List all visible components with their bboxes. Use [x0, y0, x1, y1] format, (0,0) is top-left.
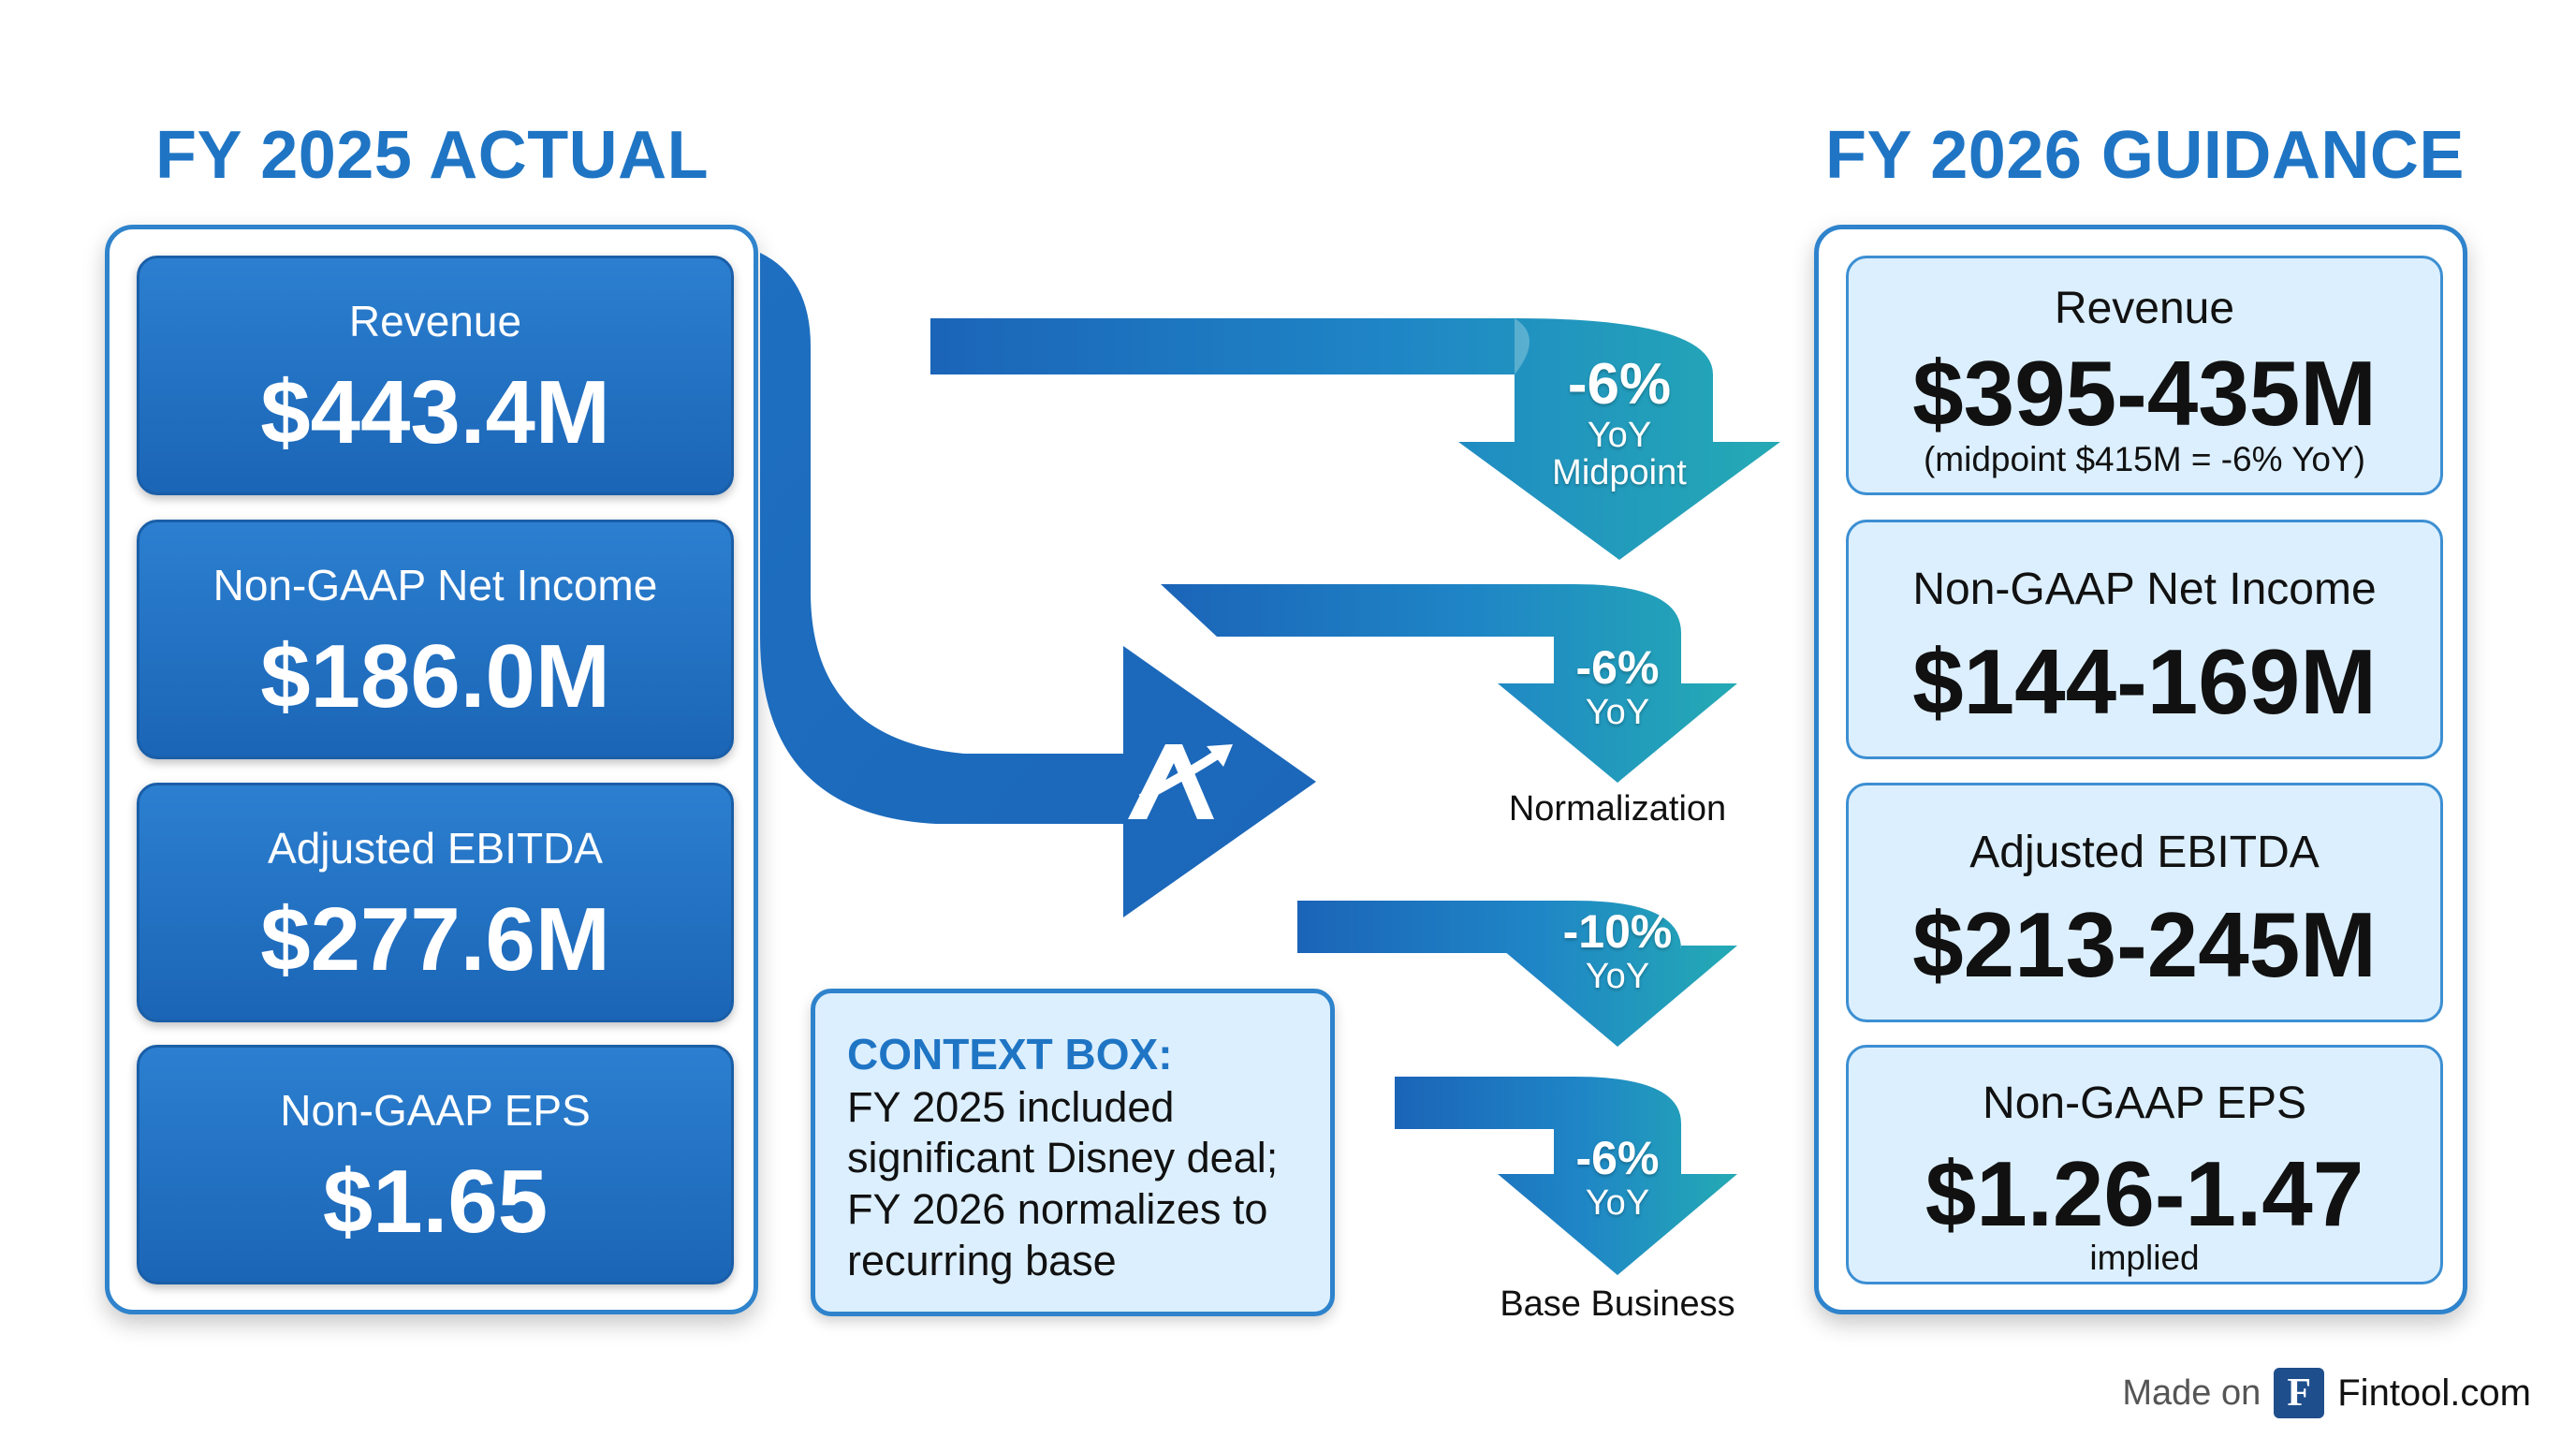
pct-yoy: YoY: [1585, 693, 1650, 732]
flow-arrow-ebitda: [1297, 901, 1737, 1047]
actual-eps-card: Non-GAAP EPS $1.65: [137, 1045, 734, 1284]
context-text: FY 2025 included significant Disney deal…: [847, 1082, 1279, 1285]
fy2026-title: FY 2026 GUIDANCE: [1825, 118, 2465, 193]
context-box: CONTEXT BOX: FY 2025 included significan…: [811, 989, 1335, 1316]
pct-value: -6%: [1575, 641, 1660, 694]
arrow-a-logo-icon: [1128, 744, 1233, 819]
metric-note: (midpoint $415M = -6% YoY): [1923, 440, 2366, 478]
metric-value: $1.65: [322, 1152, 549, 1252]
flow-arrow-net-income: [1161, 584, 1737, 783]
flow-pct-revenue: -6% YoY Midpoint: [1526, 352, 1713, 492]
flow-label-normalization: Normalization: [1508, 789, 1727, 829]
pct-value: -10%: [1562, 905, 1673, 958]
metric-label: Non-GAAP EPS: [280, 1086, 591, 1135]
metric-value: $186.0M: [260, 626, 610, 726]
actual-net-income-card: Non-GAAP Net Income $186.0M: [137, 520, 734, 759]
metric-value: $277.6M: [260, 889, 610, 990]
flow-pct-eps: -6% YoY: [1524, 1135, 1711, 1221]
flow-arrow-eps: [1395, 1077, 1737, 1275]
metric-label: Non-GAAP Net Income: [1912, 565, 2377, 614]
metric-value: $144-169M: [1912, 630, 2377, 733]
metric-label: Adjusted EBITDA: [1969, 828, 2320, 877]
metric-value: $395-435M: [1912, 342, 2377, 445]
footer: Made on F Fintool.com: [2122, 1367, 2531, 1419]
fy2025-title: FY 2025 ACTUAL: [155, 118, 710, 193]
flow-pct-net-income: -6% YoY: [1524, 644, 1711, 730]
fintool-logo-icon: F: [2274, 1368, 2325, 1418]
guidance-eps-card: Non-GAAP EPS $1.26-1.47 implied: [1846, 1045, 2443, 1284]
context-title: CONTEXT BOX:: [847, 1030, 1173, 1078]
metric-label: Non-GAAP Net Income: [212, 561, 658, 609]
pct-value: -6%: [1567, 352, 1672, 417]
pct-yoy: YoY: [1585, 957, 1650, 996]
footer-made-on: Made on: [2122, 1372, 2261, 1413]
metric-label: Revenue: [2054, 284, 2235, 333]
pct-extra: Midpoint: [1552, 453, 1687, 492]
metric-value: $213-245M: [1912, 893, 2377, 996]
guidance-revenue-card: Revenue $395-435M (midpoint $415M = -6% …: [1846, 256, 2443, 495]
metric-value: $443.4M: [260, 362, 610, 462]
guidance-net-income-card: Non-GAAP Net Income $144-169M: [1846, 520, 2443, 759]
pct-value: -6%: [1575, 1132, 1660, 1184]
actual-ebitda-card: Adjusted EBITDA $277.6M: [137, 783, 734, 1022]
metric-label: Adjusted EBITDA: [268, 824, 603, 873]
pct-yoy: YoY: [1585, 1183, 1650, 1223]
flow-arrow-revenue: [930, 318, 1780, 560]
actual-revenue-card: Revenue $443.4M: [137, 256, 734, 495]
guidance-ebitda-card: Adjusted EBITDA $213-245M: [1846, 783, 2443, 1022]
flow-pct-ebitda: -10% YoY: [1524, 908, 1711, 994]
flow-label-base-business: Base Business: [1500, 1284, 1735, 1324]
metric-label: Revenue: [348, 297, 522, 345]
pct-yoy: YoY: [1587, 416, 1652, 455]
metric-label: Non-GAAP EPS: [1983, 1078, 2306, 1128]
metric-note: implied: [2089, 1239, 2200, 1277]
footer-site-link[interactable]: Fintool.com: [2337, 1372, 2531, 1414]
metric-value: $1.26-1.47: [1925, 1142, 2364, 1245]
